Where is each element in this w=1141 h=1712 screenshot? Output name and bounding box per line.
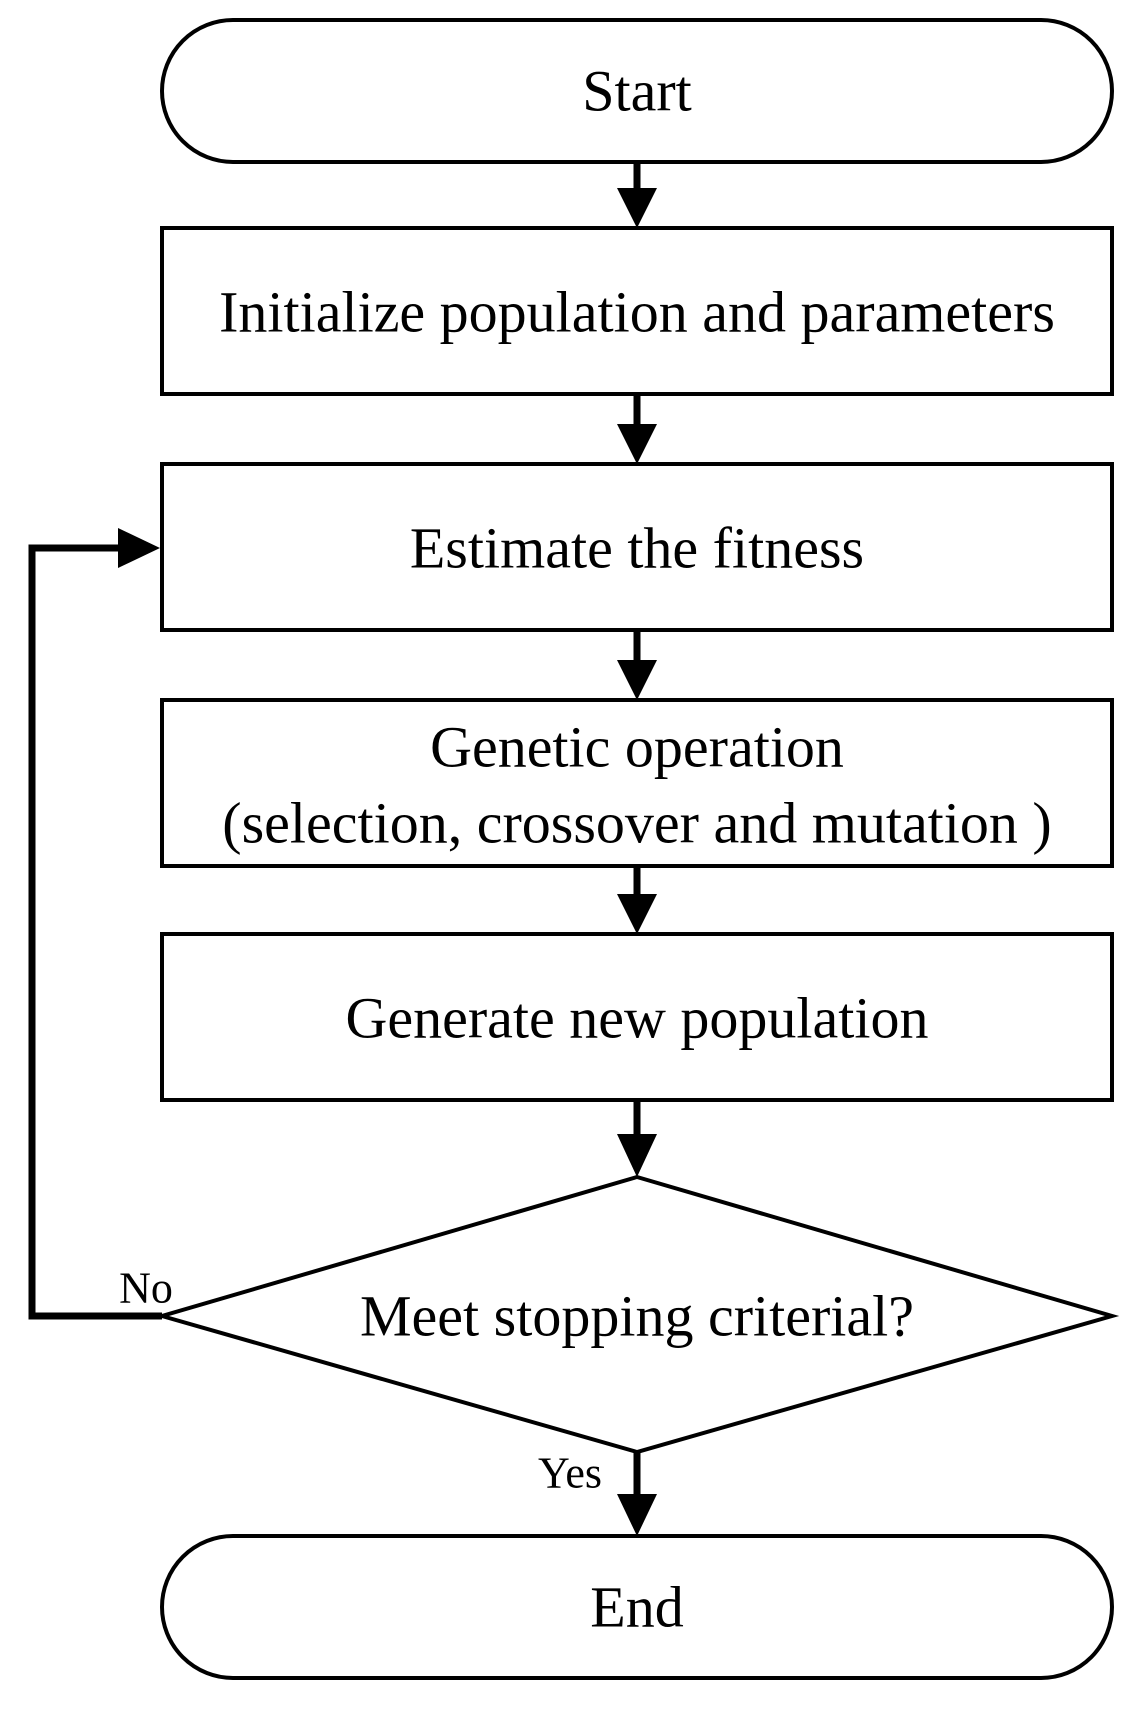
- generate-process-box: [160, 932, 1114, 1102]
- genetic-label-line2: (selection, crossover and mutation ): [222, 791, 1051, 856]
- no-loop-line: [28, 544, 162, 1320]
- yes-label: Yes: [538, 1449, 602, 1498]
- fitness-label: Estimate the fitness: [410, 516, 864, 581]
- arrowhead-init-to-fitness: [617, 424, 657, 464]
- end-label: End: [590, 1575, 683, 1640]
- init-label: Initialize population and parameters: [219, 280, 1055, 345]
- arrowhead-generate-to-decision: [617, 1134, 657, 1177]
- arrowhead-fitness-to-genetic: [617, 660, 657, 700]
- arrowhead-no-loop: [118, 528, 160, 568]
- generate-label: Generate new population: [345, 986, 928, 1051]
- genetic-process-box: [160, 698, 1114, 868]
- end-terminator: [160, 1534, 1114, 1680]
- start-label: Start: [582, 59, 692, 124]
- arrowhead-decision-to-end: [617, 1494, 657, 1536]
- init-process-box: [160, 226, 1114, 396]
- genetic-label-line1: Genetic operation: [430, 715, 844, 780]
- no-label: No: [119, 1264, 173, 1313]
- arrowhead-genetic-to-generate: [617, 894, 657, 934]
- decision-label: Meet stopping criterial?: [360, 1284, 914, 1349]
- arrowhead-start-to-init: [617, 188, 657, 228]
